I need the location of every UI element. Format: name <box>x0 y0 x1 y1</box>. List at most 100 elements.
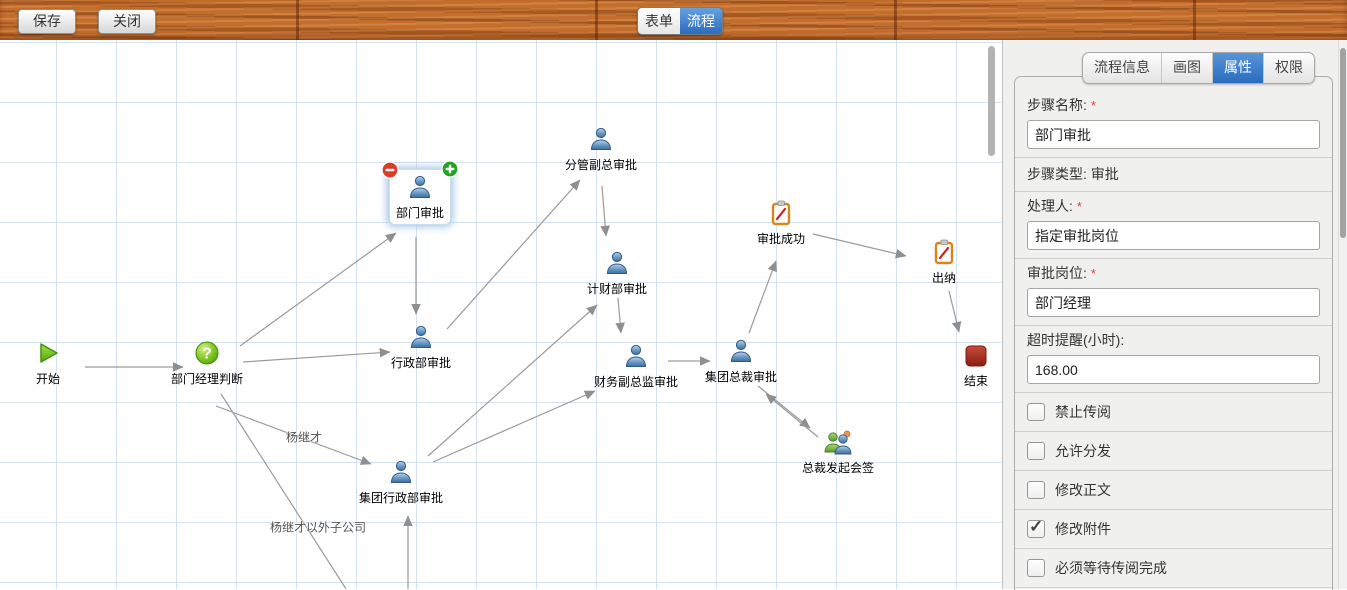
decision-icon: ? <box>194 340 220 366</box>
checkbox-label-wait-circulation-complete: 必须等待传阅完成 <box>1055 559 1167 576</box>
timeout-reminder-group: 超时提醒(小时): <box>1015 326 1332 393</box>
tab-flow-info[interactable]: 流程信息 <box>1094 59 1150 75</box>
step-name-group: 步骤名称:* <box>1015 91 1332 158</box>
flow-node-dept-approval[interactable]: 部门审批 <box>381 160 459 224</box>
node-label: 集团总裁审批 <box>704 370 778 384</box>
flow-edge[interactable] <box>765 393 819 438</box>
flow-node-group-president-approval[interactable]: 集团总裁审批 <box>705 338 777 385</box>
clipboard-icon <box>769 200 793 226</box>
add-node-button[interactable] <box>441 160 459 178</box>
flow-canvas[interactable]: 开始? 部门经理判断 部门审批 分管副总审批计财部审批行政部审批财务副总监审批 集团总裁… <box>0 40 1002 589</box>
view-toggle: 表单 流程 <box>637 7 723 35</box>
person-icon <box>407 174 433 200</box>
handler-input[interactable] <box>1027 221 1320 250</box>
node-label: 财务副总监审批 <box>593 375 679 389</box>
flow-edge[interactable] <box>432 390 596 463</box>
node-label: 计财部审批 <box>586 282 648 296</box>
save-button[interactable]: 保存 <box>18 9 76 34</box>
flow-edge[interactable] <box>220 393 348 589</box>
checkbox-label-modify-attachment: 修改附件 <box>1055 520 1111 537</box>
node-label: 部门经理判断 <box>170 372 244 386</box>
flow-node-dept-manager-decision[interactable]: ? 部门经理判断 <box>171 340 243 387</box>
flow-node-admin-dept-approval[interactable]: 行政部审批 <box>391 324 451 371</box>
tab-draw[interactable]: 画图 <box>1161 53 1212 83</box>
checkbox-row-wait-circulation-complete[interactable]: 必须等待传阅完成 <box>1015 549 1332 588</box>
approval-position-input[interactable] <box>1027 288 1320 317</box>
checkbox-row-modify-body[interactable]: 修改正文 <box>1015 471 1332 510</box>
panel-tab-strip: 流程信息画图属性权限 <box>1082 52 1315 84</box>
handler-label: 处理人: <box>1027 198 1073 214</box>
approval-position-label: 审批岗位: <box>1027 265 1087 281</box>
node-label: 分管副总审批 <box>564 158 638 172</box>
svg-text:?: ? <box>202 346 212 363</box>
step-type-value: 审批 <box>1090 166 1119 182</box>
flow-edge[interactable] <box>757 385 811 429</box>
end-icon <box>964 344 988 368</box>
step-type-label: 步骤类型: <box>1027 166 1087 182</box>
required-mark: * <box>1076 199 1082 214</box>
node-label: 结束 <box>963 374 989 388</box>
node-label: 审批成功 <box>756 232 806 246</box>
person-icon <box>388 459 414 485</box>
flow-edge[interactable] <box>239 232 397 347</box>
flow-edge[interactable] <box>215 405 372 465</box>
checkbox-label-forbid-circulation: 禁止传阅 <box>1055 403 1111 420</box>
checkbox-row-forbid-circulation[interactable]: 禁止传阅 <box>1015 393 1332 432</box>
tab-permissions[interactable]: 权限 <box>1263 53 1314 83</box>
flow-edge[interactable] <box>615 297 625 334</box>
properties-fieldset: 步骤名称:* 步骤类型: 审批 处理人:* 审批岗位:* 超时提醒(小时): 禁… <box>1014 76 1333 590</box>
flow-edge[interactable] <box>748 260 777 334</box>
flow-edge[interactable] <box>446 179 581 330</box>
person-icon <box>588 126 614 152</box>
flow-node-end[interactable]: 结束 <box>964 344 988 389</box>
step-name-input[interactable] <box>1027 120 1320 149</box>
flow-edge[interactable] <box>242 347 391 363</box>
person-icon <box>408 324 434 350</box>
checkbox-forbid-circulation[interactable] <box>1027 403 1045 421</box>
checkbox-modify-body[interactable] <box>1027 481 1045 499</box>
node-label: 出纳 <box>931 271 957 285</box>
remove-node-button[interactable] <box>381 161 399 179</box>
page-scrollbar-thumb[interactable] <box>1340 48 1346 238</box>
flow-node-finance-deputy-director-approval[interactable]: 财务副总监审批 <box>594 343 678 390</box>
clipboard-icon <box>932 239 956 265</box>
checkbox-list: 禁止传阅允许分发修改正文修改附件必须等待传阅完成 <box>1015 393 1332 588</box>
page-vertical-scrollbar[interactable] <box>1338 40 1347 589</box>
flow-node-president-countersign[interactable]: 总裁发起会签 <box>802 429 874 476</box>
node-label: 部门审批 <box>395 206 445 220</box>
flow-node-deputy-gm-approval[interactable]: 分管副总审批 <box>565 126 637 173</box>
timeout-reminder-label: 超时提醒(小时): <box>1027 332 1125 348</box>
checkbox-wait-circulation-complete[interactable] <box>1027 559 1045 577</box>
toolbar: 保存 关闭 表单 流程 <box>0 0 1347 40</box>
flow-node-start[interactable]: 开始 <box>35 340 61 387</box>
flow-node-finance-dept-approval[interactable]: 计财部审批 <box>587 250 647 297</box>
flow-edge[interactable] <box>948 290 962 333</box>
checkbox-allow-distribution[interactable] <box>1027 442 1045 460</box>
step-name-label: 步骤名称: <box>1027 97 1087 113</box>
flow-edge[interactable] <box>600 185 610 237</box>
timeout-reminder-input[interactable] <box>1027 355 1320 384</box>
flow-edge[interactable] <box>427 304 598 457</box>
flow-edge[interactable] <box>812 233 907 259</box>
checkbox-row-allow-distribution[interactable]: 允许分发 <box>1015 432 1332 471</box>
flow-node-approval-success[interactable]: 审批成功 <box>757 200 805 247</box>
node-label: 行政部审批 <box>390 356 452 370</box>
checkbox-modify-attachment[interactable] <box>1027 517 1045 538</box>
person-icon <box>604 250 630 276</box>
form-view-button[interactable]: 表单 <box>638 8 680 34</box>
flow-node-group-admin-dept-approval[interactable]: 集团行政部审批 <box>359 459 443 506</box>
checkbox-label-modify-body: 修改正文 <box>1055 481 1111 498</box>
edge-label: 杨继才以外子公司 <box>269 520 367 535</box>
canvas-vertical-scrollbar[interactable] <box>988 46 995 156</box>
flow-view-button[interactable]: 流程 <box>680 8 722 34</box>
group-icon <box>823 429 853 455</box>
close-button[interactable]: 关闭 <box>98 9 156 34</box>
flow-edges-layer <box>85 179 962 589</box>
tab-properties[interactable]: 属性 <box>1212 53 1263 83</box>
approval-position-group: 审批岗位:* <box>1015 259 1332 326</box>
checkbox-row-modify-attachment[interactable]: 修改附件 <box>1015 510 1332 549</box>
node-label: 开始 <box>35 372 60 386</box>
flow-node-cashier[interactable]: 出纳 <box>932 239 956 286</box>
person-icon <box>728 338 754 364</box>
